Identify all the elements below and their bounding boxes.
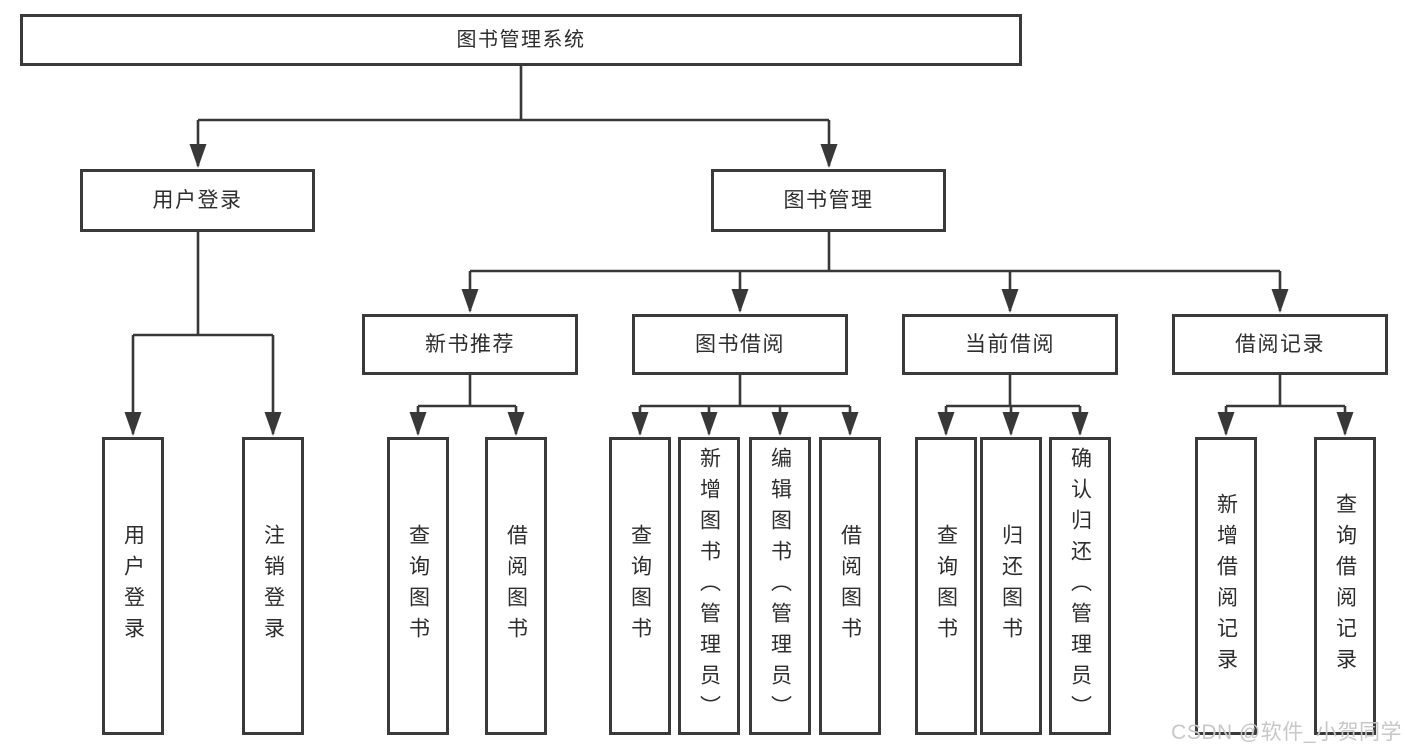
leaf-recommend-query-books: 查询图书 — [387, 437, 449, 735]
leaf-borrow-query-books: 查询图书 — [609, 437, 671, 735]
leaf-logout-label: 注销登录 — [261, 524, 285, 648]
node-borrow-records-label: 借阅记录 — [1235, 333, 1325, 356]
node-library-management-system-label: 图书管理系统 — [456, 29, 586, 51]
node-current-borrow-label: 当前借阅 — [965, 333, 1055, 356]
leaf-confirm-return-admin: 确认归还（管理员） — [1049, 437, 1111, 735]
node-current-borrow: 当前借阅 — [902, 314, 1118, 375]
leaf-user-login-label: 用户登录 — [121, 524, 145, 648]
leaf-add-books-admin: 新增图书（管理员） — [678, 437, 740, 735]
leaf-recommend-borrow-books-label: 借阅图书 — [504, 524, 528, 648]
leaf-add-borrow-record-label: 新增借阅记录 — [1214, 493, 1238, 679]
node-borrow-records: 借阅记录 — [1172, 314, 1388, 375]
node-book-management-branch-label: 图书管理 — [783, 189, 874, 212]
leaf-return-books: 归还图书 — [980, 437, 1042, 735]
leaf-recommend-borrow-books: 借阅图书 — [485, 437, 547, 735]
leaf-logout: 注销登录 — [242, 437, 304, 735]
node-user-login-branch-label: 用户登录 — [152, 189, 243, 212]
connector-paths — [131, 66, 1347, 434]
leaf-current-query-books: 查询图书 — [915, 437, 977, 735]
leaf-add-books-admin-label: 新增图书（管理员） — [697, 446, 721, 726]
leaf-recommend-query-books-label: 查询图书 — [406, 524, 430, 648]
leaf-borrow-books: 借阅图书 — [819, 437, 881, 735]
node-new-book-recommend: 新书推荐 — [362, 314, 578, 375]
node-library-management-system: 图书管理系统 — [20, 14, 1022, 66]
csdn-watermark: CSDN @软件_小贺同学 — [1171, 721, 1402, 744]
leaf-return-books-label: 归还图书 — [999, 524, 1023, 648]
node-book-borrow-label: 图书借阅 — [695, 333, 785, 356]
leaf-query-borrow-record: 查询借阅记录 — [1314, 437, 1376, 735]
leaf-user-login: 用户登录 — [102, 437, 164, 735]
arrowheads — [124, 144, 1354, 436]
leaf-query-borrow-record-label: 查询借阅记录 — [1333, 493, 1357, 679]
node-new-book-recommend-label: 新书推荐 — [425, 333, 515, 356]
leaf-borrow-query-books-label: 查询图书 — [628, 524, 652, 648]
leaf-confirm-return-admin-label: 确认归还（管理员） — [1068, 446, 1092, 726]
node-book-borrow: 图书借阅 — [632, 314, 848, 375]
node-book-management-branch: 图书管理 — [711, 169, 946, 232]
leaf-borrow-books-label: 借阅图书 — [838, 524, 862, 648]
node-user-login-branch: 用户登录 — [80, 169, 315, 232]
leaf-current-query-books-label: 查询图书 — [934, 524, 958, 648]
leaf-add-borrow-record: 新增借阅记录 — [1195, 437, 1257, 735]
leaf-edit-books-admin-label: 编辑图书（管理员） — [768, 446, 792, 726]
leaf-edit-books-admin: 编辑图书（管理员） — [749, 437, 811, 735]
